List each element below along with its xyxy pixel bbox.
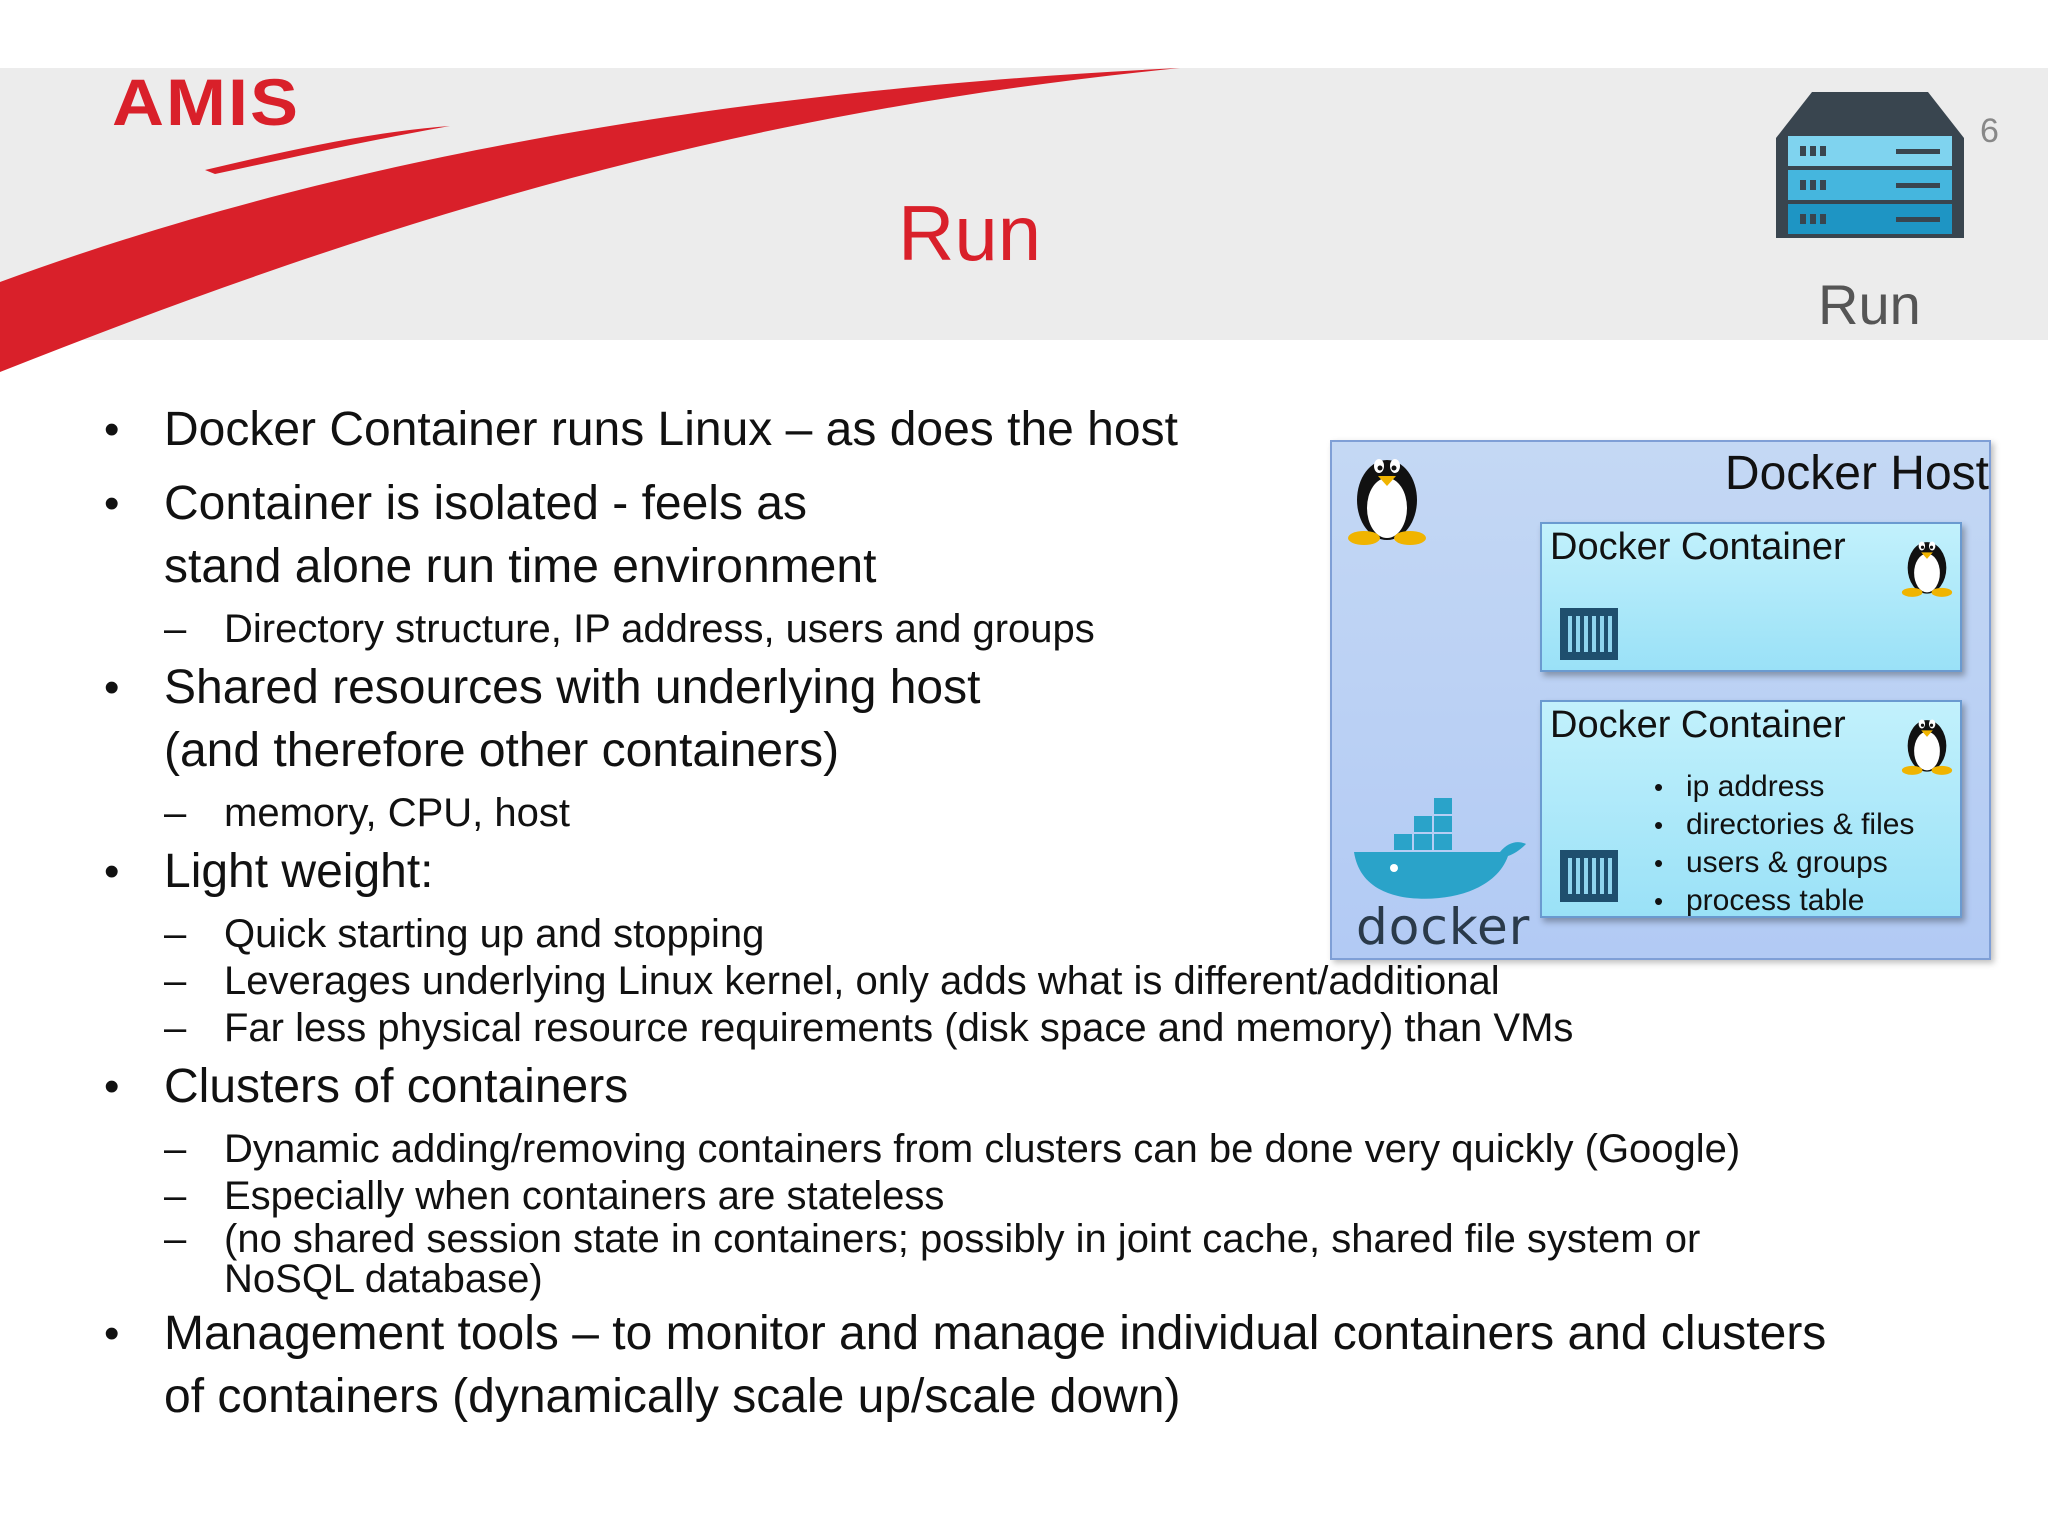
- dash-marker: –: [164, 1217, 187, 1261]
- sub-bullet-text: (no shared session state in containers; …: [224, 1217, 1701, 1301]
- list-item: ip address: [1650, 768, 1914, 806]
- bullet-text: Docker Container runs Linux – as does th…: [164, 403, 1178, 456]
- dash-marker: –: [164, 1174, 187, 1218]
- bullet-text: Container is isolated - feels as stand a…: [164, 477, 877, 593]
- sub-bullet-text: Directory structure, IP address, users a…: [224, 607, 1095, 651]
- bullet-item: Clusters of containers: [100, 1055, 1960, 1118]
- container-crate-icon: [1560, 608, 1618, 660]
- run-icon-label: Run: [1818, 273, 1921, 336]
- container-crate-icon: [1560, 850, 1618, 902]
- list-item: process table: [1650, 882, 1914, 920]
- list-item: directories & files: [1650, 806, 1914, 844]
- sub-bullet-text: Leverages underlying Linux kernel, only …: [224, 959, 1500, 1003]
- docker-logo-text: docker: [1356, 898, 1531, 956]
- dash-marker: –: [164, 607, 187, 651]
- linux-penguin-icon: [1348, 459, 1426, 545]
- server-icon: [1776, 92, 1964, 238]
- sub-bullet-item: –Quick starting up and stopping: [100, 910, 1960, 958]
- sub-bullet-item: –Far less physical resource requirements…: [100, 1004, 1960, 1052]
- container-title: Docker Container: [1550, 526, 1846, 568]
- docker-whale-icon: [1354, 798, 1526, 899]
- sub-bullet-text: Quick starting up and stopping: [224, 912, 765, 956]
- docker-container-box: Docker Container ip address directories …: [1540, 700, 1962, 920]
- bullet-text: Management tools – to monitor and manage…: [164, 1307, 1827, 1423]
- dash-marker: –: [164, 1127, 187, 1171]
- bullet-item: Container is isolated - feels as stand a…: [100, 472, 1960, 598]
- bullet-text: Light weight:: [164, 845, 434, 898]
- sub-bullet-text: Dynamic adding/removing containers from …: [224, 1127, 1741, 1171]
- container-properties-list: ip address directories & files users & g…: [1650, 768, 1914, 920]
- sub-bullet-text: Far less physical resource requirements …: [224, 1006, 1574, 1050]
- amis-logo: AMIS: [112, 66, 300, 140]
- slide-title: Run: [898, 189, 1042, 277]
- bullet-item: Management tools – to monitor and manage…: [100, 1302, 1960, 1428]
- sub-bullet-item: –memory, CPU, host: [100, 789, 1960, 837]
- sub-bullet-item: –Leverages underlying Linux kernel, only…: [100, 957, 1960, 1005]
- red-swoosh: [0, 68, 1180, 372]
- linux-penguin-icon: [1901, 541, 1953, 597]
- list-item: users & groups: [1650, 844, 1914, 882]
- sub-bullet-item: –(no shared session state in containers;…: [100, 1219, 1960, 1299]
- bullet-item: Light weight:: [100, 840, 1960, 903]
- docker-container-box: Docker Container: [1540, 522, 1962, 672]
- dash-marker: –: [164, 791, 187, 835]
- sub-bullet-item: –Especially when containers are stateles…: [100, 1172, 1960, 1220]
- bullet-list: Docker Container runs Linux – as does th…: [100, 398, 1960, 1439]
- bullet-text: Shared resources with underlying host (a…: [164, 661, 981, 777]
- sub-bullet-item: –Dynamic adding/removing containers from…: [100, 1125, 1960, 1173]
- bullet-item: Docker Container runs Linux – as does th…: [100, 398, 1960, 461]
- dash-marker: –: [164, 912, 187, 956]
- sub-bullet-item: –Directory structure, IP address, users …: [100, 605, 1960, 653]
- bullet-text: Clusters of containers: [164, 1060, 629, 1113]
- sub-bullet-text: memory, CPU, host: [224, 791, 570, 835]
- dash-marker: –: [164, 1006, 187, 1050]
- docker-host-title: Docker Host: [1724, 447, 1989, 500]
- container-title: Docker Container: [1550, 704, 1846, 746]
- docker-host-diagram: Docker Host Docker Container Docker Cont…: [1330, 440, 1991, 960]
- dash-marker: –: [164, 959, 187, 1003]
- bullet-item: Shared resources with underlying host (a…: [100, 656, 1960, 782]
- slide-number: 6: [1980, 112, 1999, 150]
- sub-bullet-text: Especially when containers are stateless: [224, 1174, 945, 1218]
